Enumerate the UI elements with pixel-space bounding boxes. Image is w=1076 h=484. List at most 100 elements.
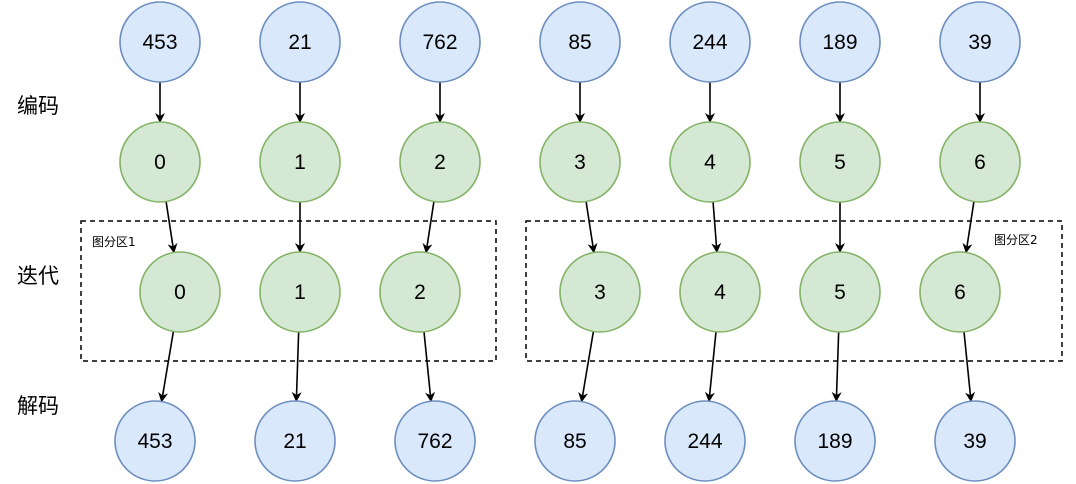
decoded-node-label: 453 — [137, 430, 172, 453]
partition-2-box — [525, 220, 1063, 362]
decoded-node-circle — [664, 400, 746, 482]
decoded-node-label: 39 — [963, 430, 986, 453]
decoded-node-label: 21 — [283, 430, 306, 453]
original-node-4: 244 — [669, 1, 751, 83]
original-node-2: 762 — [399, 1, 481, 83]
decode-edge-2 — [423, 331, 436, 403]
iterated-node-label: 5 — [834, 281, 846, 304]
iterated-node-label: 1 — [294, 281, 306, 304]
decoded-node-label: 189 — [817, 430, 852, 453]
decoded-node-0: 453 — [114, 400, 196, 482]
decoded-node-label: 244 — [687, 430, 722, 453]
original-node-circle — [799, 1, 881, 83]
original-node-6: 39 — [939, 1, 1021, 83]
iterated-node-6: 6 — [919, 251, 1001, 333]
iterated-node-3: 3 — [559, 251, 641, 333]
row-label-iterate: 迭代 — [17, 264, 59, 288]
iterated-node-label: 6 — [954, 281, 966, 304]
decoded-node-circle — [934, 400, 1016, 482]
iterated-node-5: 5 — [799, 251, 881, 333]
original-node-0: 453 — [119, 1, 201, 83]
encoded-node-6: 6 — [939, 121, 1021, 203]
iterated-node-2: 2 — [379, 251, 461, 333]
iterated-node-circle — [679, 251, 761, 333]
decoded-node-6: 39 — [934, 400, 1016, 482]
iterate-edge-2 — [422, 201, 435, 254]
encoded-node-label: 6 — [974, 151, 986, 174]
original-node-label: 85 — [568, 31, 591, 54]
encoded-node-label: 0 — [154, 151, 166, 174]
encoded-node-circle — [799, 121, 881, 203]
original-node-1: 21 — [259, 1, 341, 83]
decode-edge-3 — [578, 331, 595, 403]
iterated-node-4: 4 — [679, 251, 761, 333]
original-node-circle — [399, 1, 481, 83]
iterated-node-label: 0 — [174, 281, 186, 304]
decoded-node-circle — [794, 400, 876, 482]
encoded-node-label: 4 — [704, 151, 716, 174]
original-node-label: 762 — [422, 31, 457, 54]
encoded-node-1: 1 — [259, 121, 341, 203]
iterated-node-label: 4 — [714, 281, 726, 304]
iterated-node-circle — [799, 251, 881, 333]
encoded-node-4: 4 — [669, 121, 751, 203]
partition-1-box — [80, 220, 497, 362]
iterate-edge-3 — [585, 201, 598, 254]
original-node-circle — [259, 1, 341, 83]
original-node-3: 85 — [539, 1, 621, 83]
decode-edge-6 — [963, 331, 976, 403]
encoded-node-label: 3 — [574, 151, 586, 174]
iterated-node-label: 3 — [594, 281, 606, 304]
original-node-label: 21 — [288, 31, 311, 54]
decoded-node-circle — [534, 400, 616, 482]
iterate-edge-4 — [711, 201, 722, 254]
encoded-node-circle — [119, 121, 201, 203]
iterated-node-circle — [559, 251, 641, 333]
iterated-node-1: 1 — [259, 251, 341, 333]
iterated-node-circle — [139, 251, 221, 333]
row-label-encode: 编码 — [17, 94, 59, 118]
decoded-node-1: 21 — [254, 400, 336, 482]
iterated-node-circle — [259, 251, 341, 333]
iterated-node-label: 2 — [414, 281, 426, 304]
encoded-node-label: 2 — [434, 151, 446, 174]
decoded-node-5: 189 — [794, 400, 876, 482]
decoded-node-label: 85 — [563, 430, 586, 453]
iterate-edge-6 — [962, 201, 975, 254]
original-node-circle — [939, 1, 1021, 83]
encoded-node-label: 1 — [294, 151, 306, 174]
original-node-circle — [119, 1, 201, 83]
original-node-label: 189 — [822, 31, 857, 54]
encoded-node-3: 3 — [539, 121, 621, 203]
row-label-decode: 解码 — [17, 394, 59, 418]
encoded-node-circle — [399, 121, 481, 203]
encoded-node-circle — [259, 121, 341, 203]
encoded-node-0: 0 — [119, 121, 201, 203]
decoded-node-label: 762 — [417, 430, 452, 453]
original-node-5: 189 — [799, 1, 881, 83]
decode-edge-5 — [831, 331, 842, 403]
decoded-node-circle — [394, 400, 476, 482]
decode-edge-0 — [158, 331, 175, 403]
original-node-circle — [539, 1, 621, 83]
encoded-node-circle — [669, 121, 751, 203]
original-node-label: 244 — [692, 31, 727, 54]
encoded-node-2: 2 — [399, 121, 481, 203]
encoded-node-label: 5 — [834, 151, 846, 174]
iterated-node-circle — [919, 251, 1001, 333]
decoded-node-circle — [114, 400, 196, 482]
iterated-node-0: 0 — [139, 251, 221, 333]
partition-2-label: 图分区2 — [994, 233, 1038, 247]
original-node-circle — [669, 1, 751, 83]
decoded-node-2: 762 — [394, 400, 476, 482]
iterate-edge-0 — [165, 201, 178, 254]
encoded-node-5: 5 — [799, 121, 881, 203]
decode-edge-4 — [704, 331, 717, 403]
decoded-node-4: 244 — [664, 400, 746, 482]
original-node-label: 39 — [968, 31, 991, 54]
iterated-node-circle — [379, 251, 461, 333]
decoded-node-3: 85 — [534, 400, 616, 482]
partition-1-label: 图分区1 — [92, 235, 136, 249]
decoded-node-circle — [254, 400, 336, 482]
